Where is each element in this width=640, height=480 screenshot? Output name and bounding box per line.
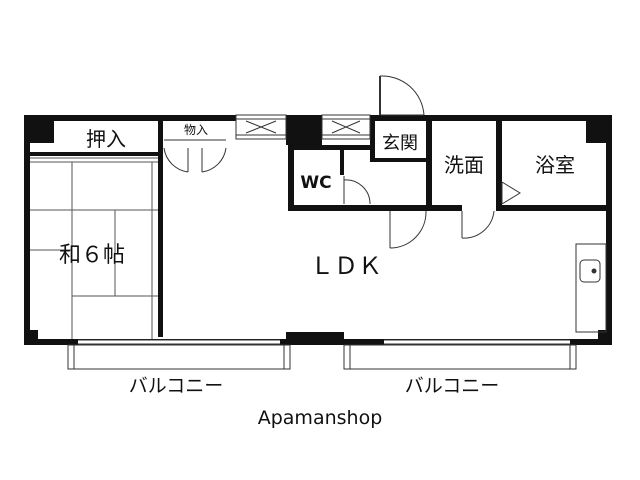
entrance-door <box>379 75 425 116</box>
genkan-left-wall <box>370 121 375 161</box>
wc-left-wall <box>288 145 294 211</box>
yokushitsu-label: 浴室 <box>535 153 575 177</box>
tatami-lines <box>30 157 158 339</box>
bath-bottom-wall <box>496 205 612 211</box>
senmen-left-wall <box>426 121 432 211</box>
interior-doors <box>343 176 521 249</box>
oshiire-wall <box>30 152 160 156</box>
exterior-walls <box>24 115 612 345</box>
genkan-label: 玄関 <box>382 133 418 154</box>
right-wall <box>606 115 612 345</box>
kitchen-counter-box <box>575 243 607 333</box>
interior-walls <box>30 121 612 337</box>
monoire-label: 物入 <box>184 123 208 137</box>
balcony-left-label: バルコニー <box>129 375 224 397</box>
left-wall <box>24 115 30 345</box>
balcony-right-label: バルコニー <box>405 375 500 397</box>
wc-label: WC <box>300 173 331 193</box>
top-wall-left <box>24 115 164 121</box>
top-wall-monoire <box>158 115 236 121</box>
sink-icon <box>579 259 601 283</box>
column-bottom-right <box>598 330 612 345</box>
ldk-label: ＬＤＫ <box>310 252 382 280</box>
wc-bottom-wall <box>288 205 428 211</box>
wc-top-wall <box>288 145 372 150</box>
top-wall-right <box>370 115 612 121</box>
senmen-label: 洗面 <box>444 153 484 177</box>
watermark-text: Apamanshop <box>258 407 383 429</box>
washitsu-partition <box>158 121 163 337</box>
column-top-right <box>586 115 612 143</box>
wc-right-wall <box>340 145 344 175</box>
column-top-mid <box>286 115 322 145</box>
monoire-doors <box>163 139 227 173</box>
bath-left-wall <box>496 121 502 211</box>
balcony-rails <box>67 339 577 370</box>
balcony-left-outline <box>67 344 291 370</box>
balcony-right-outline <box>343 344 577 370</box>
column-bottom-left <box>24 330 38 345</box>
column-bottom-mid <box>286 332 344 345</box>
genkan-bottom-wall <box>370 158 428 162</box>
oshiire-label: 押入 <box>86 127 126 151</box>
washitsu-label: 和６帖 <box>59 243 125 268</box>
kitchen-counter <box>575 243 607 333</box>
top-windows <box>235 114 371 140</box>
column-top-left <box>24 115 54 143</box>
senmen-bottom-wall <box>426 205 462 211</box>
